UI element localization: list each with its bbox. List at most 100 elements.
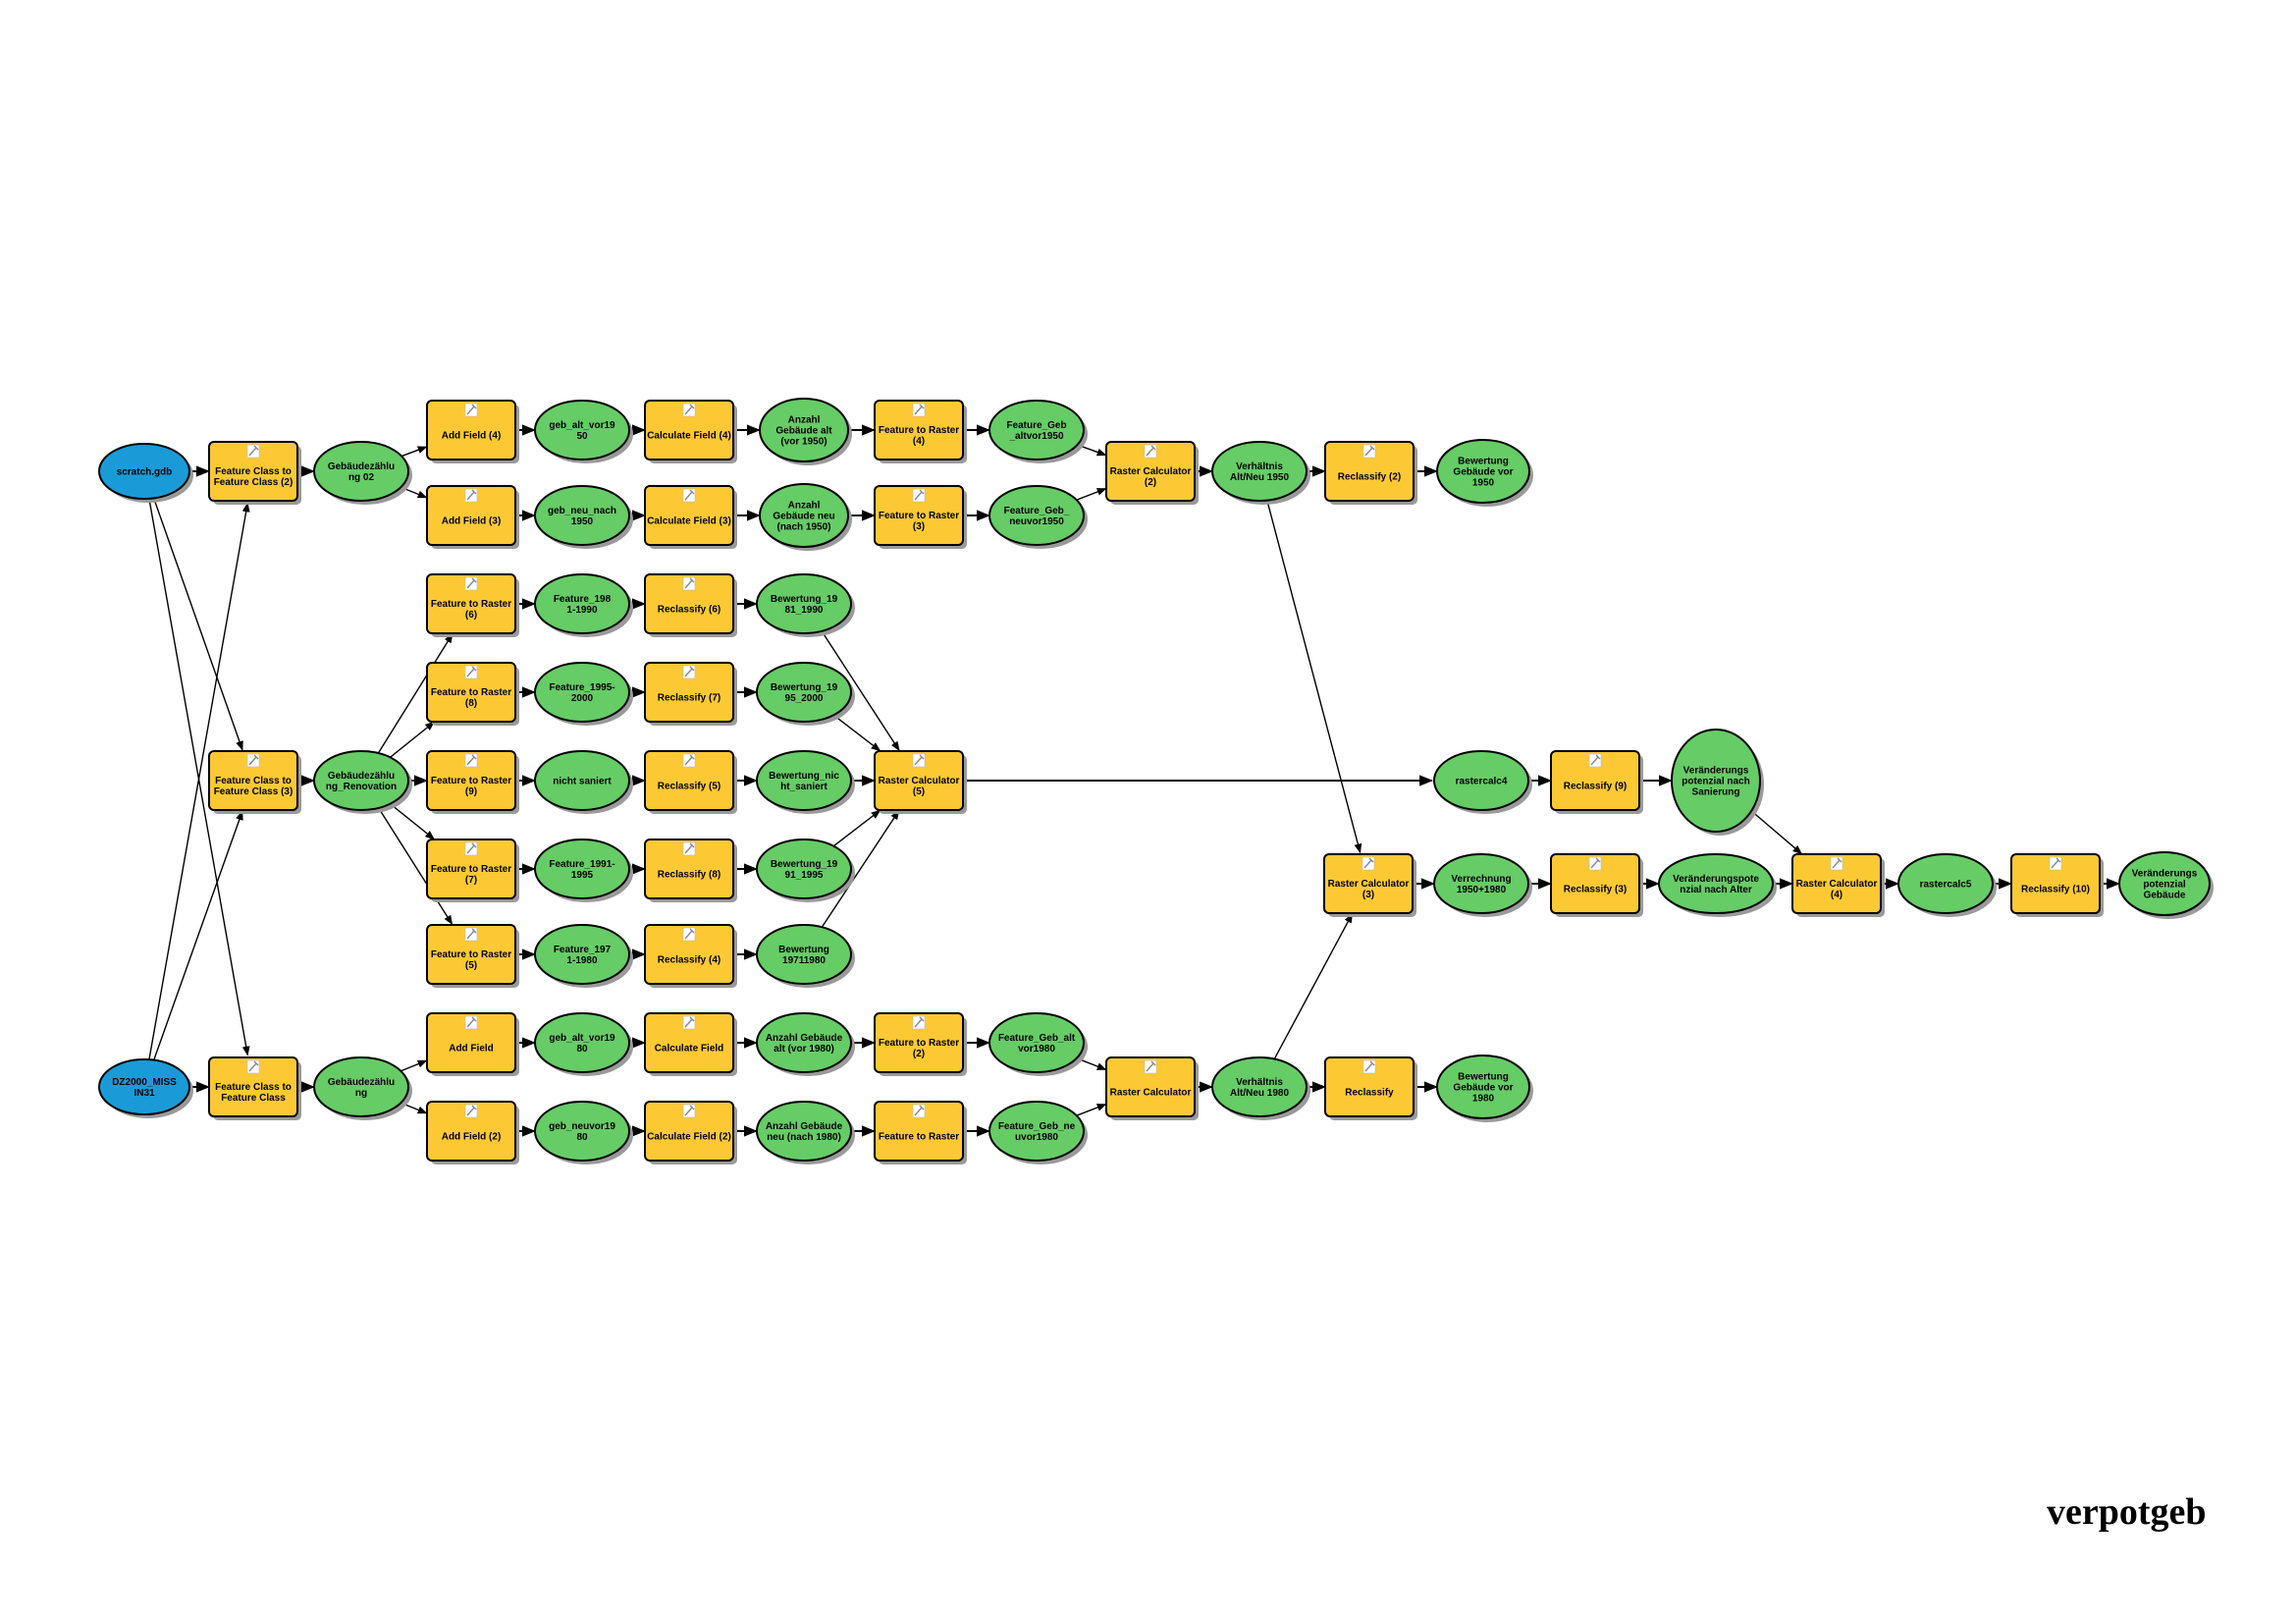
node-shape bbox=[1436, 1055, 1530, 1119]
node-label: nicht saniert bbox=[553, 777, 612, 787]
tool-node-ftr8[interactable]: Feature to Raster(8) bbox=[426, 662, 519, 726]
node-shape bbox=[426, 573, 516, 634]
connector-gebren-to-ftr5 bbox=[378, 807, 454, 926]
tool-node-recl[interactable]: Reclassify bbox=[1324, 1056, 1417, 1120]
model-title: verpotgeb bbox=[2047, 1491, 2207, 1533]
data-node-f5[interactable]: Feature_1971-1980 bbox=[534, 924, 633, 988]
data-node-f8[interactable]: Feature_1995-2000 bbox=[534, 662, 633, 726]
node-label: Reclassify bbox=[1345, 1088, 1394, 1099]
tool-node-rc5[interactable]: Raster Calculator(5) bbox=[874, 750, 967, 814]
tool-node-recl2[interactable]: Reclassify (2) bbox=[1324, 441, 1417, 505]
data-node-f9[interactable]: nicht saniert bbox=[534, 750, 633, 814]
tool-node-ftr2[interactable]: Feature to Raster(2) bbox=[874, 1012, 967, 1076]
tool-node-rc3[interactable]: Raster Calculator(3) bbox=[1323, 853, 1416, 917]
node-shape bbox=[313, 750, 409, 811]
node-label: Feature_198 bbox=[554, 594, 612, 605]
node-label: 1995 bbox=[571, 870, 594, 881]
data-node-b7[interactable]: Bewertung_1995_2000 bbox=[756, 662, 855, 726]
data-node-rcalc5[interactable]: rastercalc5 bbox=[1897, 853, 1997, 917]
node-label: ng_Renovation bbox=[326, 782, 397, 792]
connectors bbox=[148, 424, 2120, 1137]
node-shape bbox=[988, 1012, 1085, 1073]
node-shape bbox=[1550, 853, 1640, 914]
data-node-v3[interactable]: geb_alt_vor1980 bbox=[534, 1012, 633, 1076]
tool-hammer-icon bbox=[682, 403, 696, 417]
tool-node-cf[interactable]: Calculate Field bbox=[644, 1012, 737, 1076]
tool-node-cf2[interactable]: Calculate Field (2) bbox=[644, 1101, 737, 1164]
tool-node-ftr4[interactable]: Feature to Raster(4) bbox=[874, 400, 967, 463]
tool-node-af3[interactable]: Add Field (3) bbox=[426, 485, 519, 549]
node-shape bbox=[426, 839, 516, 899]
data-node-rcalc4[interactable]: rastercalc4 bbox=[1433, 750, 1532, 814]
node-shape bbox=[644, 1012, 734, 1073]
data-node-b5[interactable]: Bewertung_nicht_saniert bbox=[756, 750, 855, 814]
tool-node-r4[interactable]: Reclassify (4) bbox=[644, 924, 737, 988]
tool-node-ftr6[interactable]: Feature to Raster(6) bbox=[426, 573, 519, 637]
tool-node-rc2[interactable]: Raster Calculator(2) bbox=[1105, 441, 1199, 505]
node-label: Feature Class to bbox=[215, 466, 292, 477]
tool-node-ftr7[interactable]: Feature to Raster(7) bbox=[426, 839, 519, 902]
tool-node-ftr3[interactable]: Feature to Raster(3) bbox=[874, 485, 967, 549]
tool-node-r6[interactable]: Reclassify (6) bbox=[644, 573, 737, 637]
node-label: Feature to Raster bbox=[879, 425, 959, 436]
tool-node-af[interactable]: Add Field bbox=[426, 1012, 519, 1076]
node-label: geb_neuvor19 bbox=[549, 1121, 615, 1132]
tool-node-recl3[interactable]: Reclassify (3) bbox=[1550, 853, 1643, 917]
tool-node-ftr[interactable]: Feature to Raster bbox=[874, 1101, 967, 1164]
node-shape bbox=[1550, 750, 1640, 811]
tool-hammer-icon bbox=[912, 753, 926, 768]
tool-node-af4[interactable]: Add Field (4) bbox=[426, 400, 519, 463]
tool-node-ftr5[interactable]: Feature to Raster(5) bbox=[426, 924, 519, 988]
tool-node-rc[interactable]: Raster Calculator bbox=[1105, 1056, 1199, 1120]
data-node-v1[interactable]: geb_alt_vor1950 bbox=[534, 400, 633, 463]
tool-node-cf4[interactable]: Calculate Field (4) bbox=[644, 400, 737, 463]
node-label: Gebäudezählu bbox=[328, 461, 395, 472]
input-data-node-scratch[interactable]: scratch.gdb bbox=[98, 443, 193, 503]
tool-node-r7[interactable]: Reclassify (7) bbox=[644, 662, 737, 726]
tool-node-r8[interactable]: Reclassify (8) bbox=[644, 839, 737, 902]
tool-node-cf3[interactable]: Calculate Field (3) bbox=[644, 485, 737, 549]
tool-node-recl9[interactable]: Reclassify (9) bbox=[1550, 750, 1643, 814]
node-label: geb_alt_vor19 bbox=[549, 420, 615, 431]
tool-node-r5[interactable]: Reclassify (5) bbox=[644, 750, 737, 814]
tool-node-ftr9[interactable]: Feature to Raster(9) bbox=[426, 750, 519, 814]
node-label: Bewertung_19 bbox=[771, 594, 838, 605]
node-label: Sanierung bbox=[1692, 787, 1740, 798]
node-label: Feature to Raster bbox=[431, 599, 511, 610]
data-node-b8[interactable]: Bewertung_1991_1995 bbox=[756, 839, 855, 902]
connector-fg4-to-rc bbox=[1076, 1103, 1107, 1116]
data-node-fg1[interactable]: Feature_Geb_altvor1950 bbox=[988, 400, 1088, 463]
data-node-fg2[interactable]: Feature_Geb_neuvor1950 bbox=[988, 485, 1088, 549]
tool-node-recl10[interactable]: Reclassify (10) bbox=[2010, 853, 2104, 917]
node-shape bbox=[874, 485, 964, 546]
tool-node-af2[interactable]: Add Field (2) bbox=[426, 1101, 519, 1164]
data-node-f7[interactable]: Feature_1991-1995 bbox=[534, 839, 633, 902]
tool-node-rc4[interactable]: Raster Calculator(4) bbox=[1791, 853, 1885, 917]
